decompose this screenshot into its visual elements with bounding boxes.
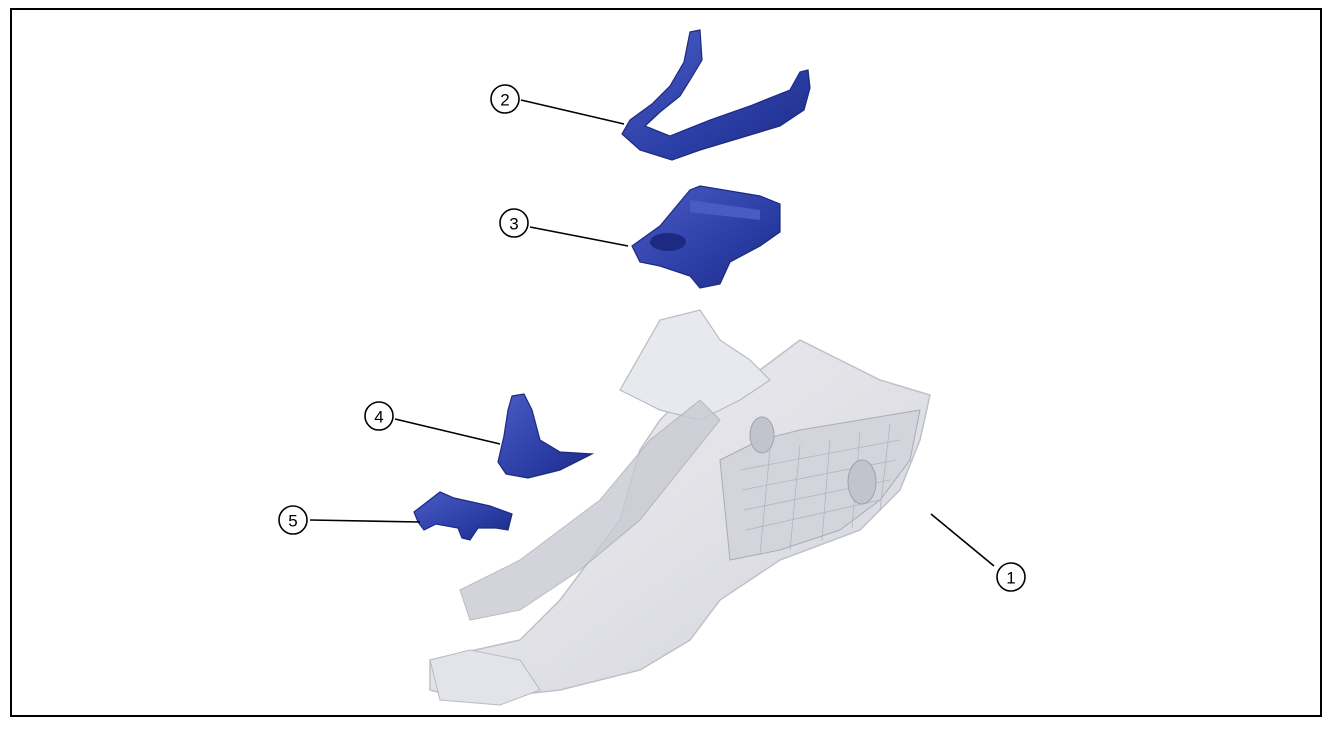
- callout-4: 4: [364, 401, 394, 431]
- callout-1: 1: [996, 562, 1026, 592]
- callout-3: 3: [499, 208, 529, 238]
- shifter-panel-illustration: [631, 185, 781, 289]
- console-body-illustration: [429, 309, 931, 706]
- callout-2: 2: [490, 84, 520, 114]
- leader-line-5: [309, 519, 421, 523]
- leader-line-2: [520, 99, 625, 125]
- leader-line-4: [394, 418, 501, 445]
- callout-3-label: 3: [509, 215, 518, 234]
- side-trim-illustration: [497, 393, 595, 479]
- leader-line-1: [930, 513, 995, 567]
- callout-4-label: 4: [374, 408, 383, 427]
- cover-clip-illustration: [413, 491, 513, 541]
- callout-1-label: 1: [1006, 569, 1015, 588]
- trim-frame-illustration: [621, 29, 811, 161]
- callout-5-label: 5: [288, 512, 297, 531]
- leader-line-3: [529, 226, 629, 247]
- callout-5: 5: [278, 505, 308, 535]
- callout-2-label: 2: [500, 91, 509, 110]
